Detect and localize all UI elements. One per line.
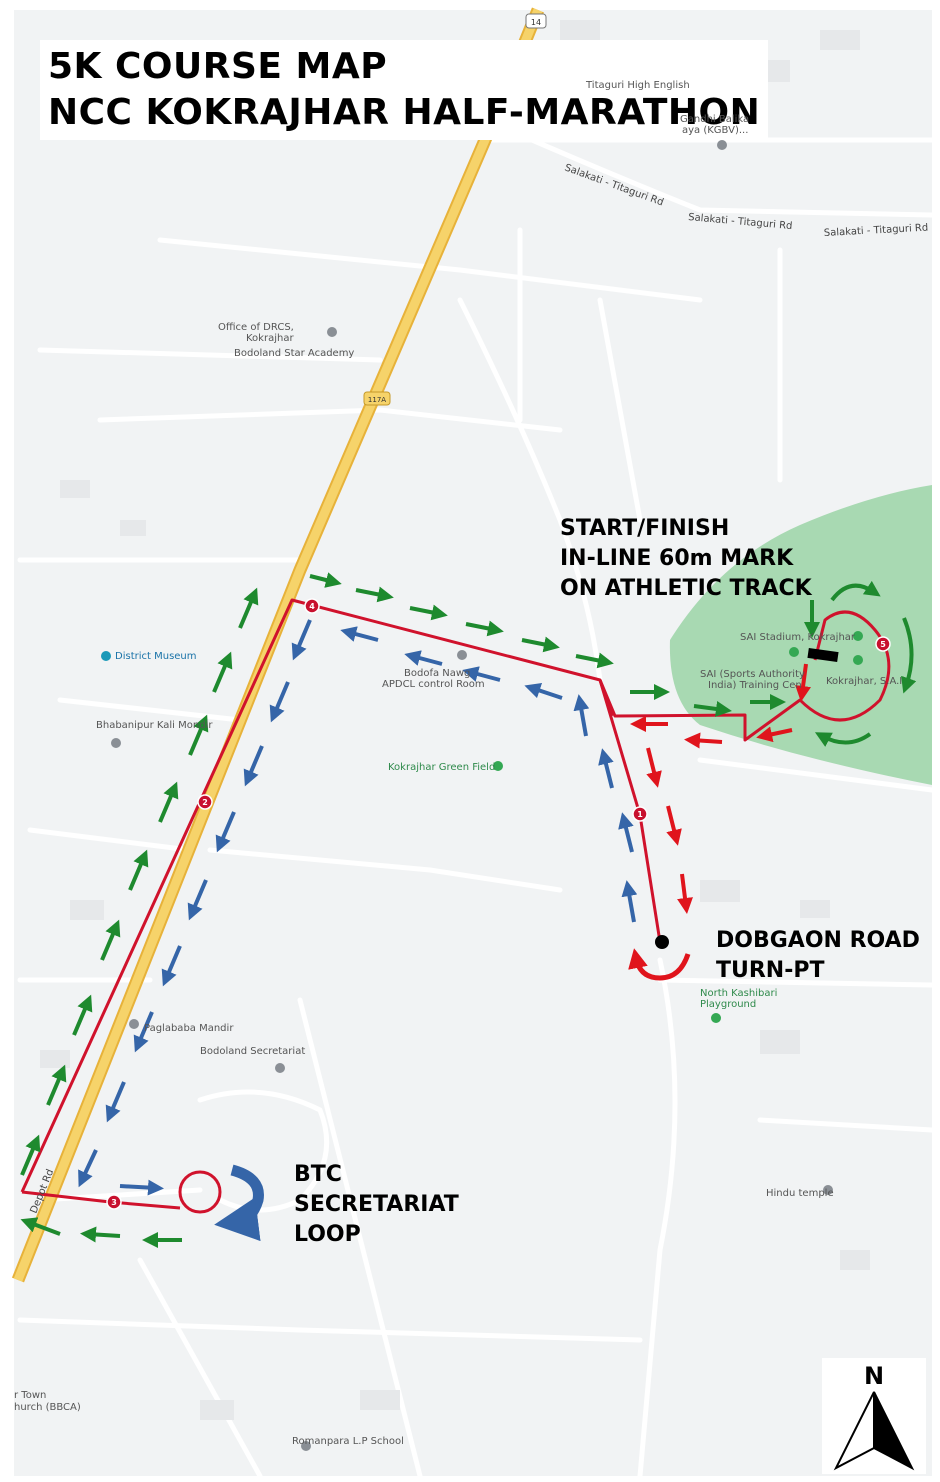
place-playground: Playground: [700, 999, 757, 1010]
place-sai-training: SAI (Sports Authority: [700, 669, 805, 680]
place-titaguri-school: Titaguri High English: [586, 80, 690, 91]
km-markers: [106, 598, 891, 1210]
place-bodoland-secretariat: Bodoland Secretariat: [200, 1046, 306, 1057]
park-pins: [493, 631, 863, 1023]
title-line-2: NCC KOKRAJHAR HALF-MARATHON: [48, 92, 761, 133]
place-kgbv: aya (KGBV)...: [682, 125, 749, 136]
museum-pin: [101, 651, 111, 661]
loop-line-1: BTC: [294, 1162, 342, 1187]
place-town-church: r Town: [14, 1390, 47, 1401]
place-gandhi-balika: Gandhi Balika: [680, 114, 750, 125]
place-romanpara: Romanpara L.P School: [292, 1436, 404, 1447]
place-bodofa: Bodofa Nawg: [404, 668, 471, 679]
north-arrow: N: [822, 1358, 926, 1474]
place-kali-mondir: Bhabanipur Kali Mondir: [96, 720, 213, 731]
outbound-arrows: [20, 572, 917, 1248]
start-finish-mark: [807, 647, 839, 663]
place-hindu-temple: Hindu temple: [766, 1188, 834, 1199]
turn-point-line-1: DOBGAON ROAD: [716, 928, 920, 953]
turn-point-line-2: TURN-PT: [716, 958, 825, 983]
start-finish-line-3: ON ATHLETIC TRACK: [560, 576, 812, 601]
place-bbca: hurch (BBCA): [14, 1402, 81, 1413]
turn-segment-arrows: [630, 663, 811, 914]
km-marker-5: 5: [880, 640, 886, 649]
place-drcs: Office of DRCS,: [218, 322, 294, 333]
start-finish-label: START/FINISH IN-LINE 60m MARK ON ATHLETI…: [560, 514, 812, 604]
turn-point-label: DOBGAON ROAD TURN-PT: [716, 926, 920, 986]
loop-line-3: LOOP: [294, 1222, 361, 1247]
minor-streets: [17, 117, 935, 1479]
place-kokrajhar-sai: Kokrajhar, S.A.I: [826, 676, 903, 687]
north-letter: N: [863, 1362, 885, 1390]
u-turn-arrow: [628, 948, 691, 981]
map-title: 5K COURSE MAP NCC KOKRAJHAR HALF-MARATHO…: [40, 40, 769, 140]
place-apdcl: APDCL control Room: [382, 679, 485, 690]
highway-shield-14-label: 14: [531, 18, 541, 27]
highway-shield-117a: [363, 391, 391, 406]
north-arrow-icon: [833, 1391, 915, 1471]
turn-point-dot: [655, 935, 669, 949]
highway-shield-117a-label: 117A: [368, 396, 386, 404]
place-green-field: Kokrajhar Green Field: [388, 762, 496, 773]
place-sai-training-2: India) Training Cen: [708, 680, 802, 691]
start-finish-line-2: IN-LINE 60m MARK: [560, 546, 794, 571]
place-north-kashibari: North Kashibari: [700, 988, 778, 999]
km-marker-2: 2: [202, 798, 208, 807]
km-marker-3: 3: [111, 1198, 117, 1207]
place-drcs-2: Kokrajhar: [246, 333, 294, 344]
loop-label: BTC SECRETARIAT LOOP: [294, 1160, 459, 1250]
start-finish-line-1: START/FINISH: [560, 516, 730, 541]
place-district-museum: District Museum: [115, 651, 197, 662]
km-marker-1: 1: [637, 810, 643, 819]
return-arrows: [78, 619, 638, 1196]
place-paglababa: Paglababa Mandir: [144, 1023, 234, 1034]
title-line-1: 5K COURSE MAP: [48, 46, 388, 87]
loop-line-2: SECRETARIAT: [294, 1192, 459, 1217]
loop-arrow: [214, 1164, 264, 1242]
place-sai-stadium: SAI Stadium, Kokrajhar: [740, 632, 856, 643]
km-marker-4: 4: [309, 602, 315, 611]
place-star-academy: Bodoland Star Academy: [234, 348, 355, 359]
highway-shield-14: [525, 13, 547, 29]
road-label-salakati-3: Salakati - Titaguri Rd: [824, 223, 929, 239]
